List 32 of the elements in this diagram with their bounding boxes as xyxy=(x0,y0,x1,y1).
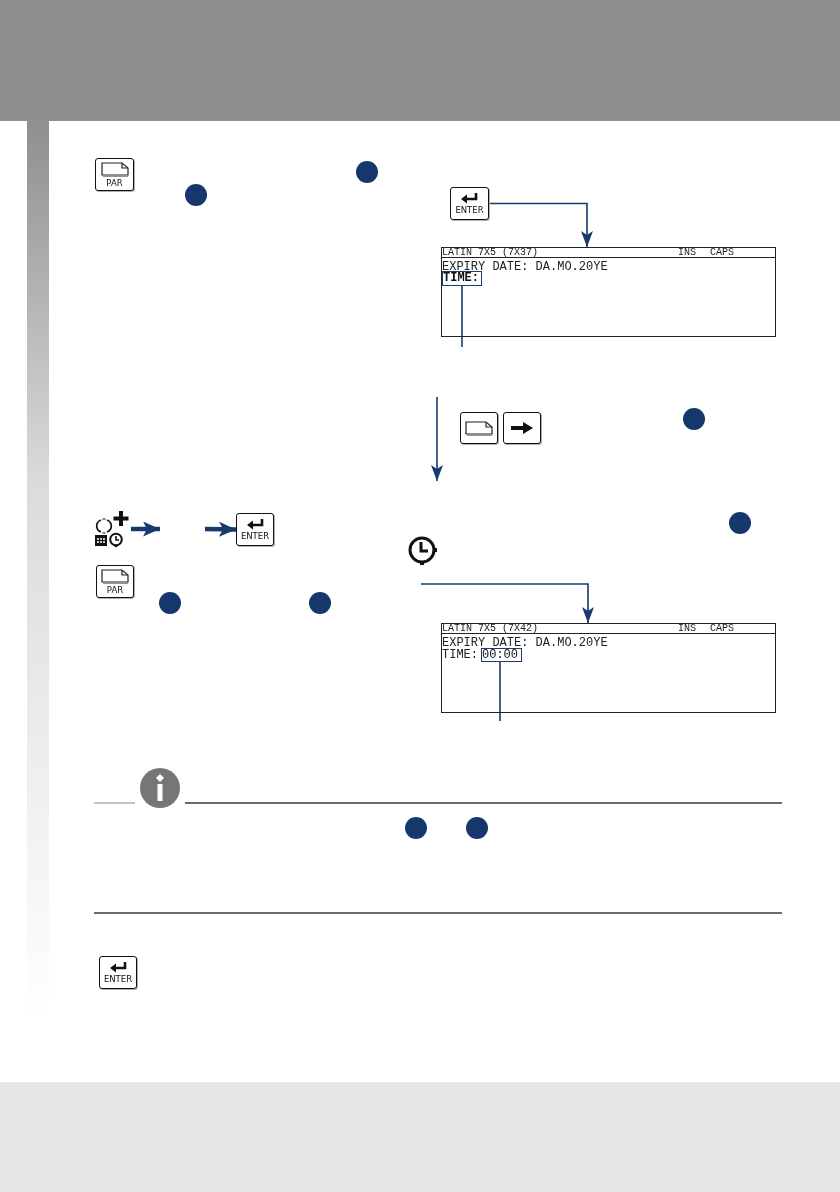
keyboard-key xyxy=(460,412,498,444)
lcd-screen xyxy=(441,623,776,713)
screen-text: 00:00 xyxy=(482,649,518,662)
key-label: PAR xyxy=(106,585,124,595)
keyboard-key xyxy=(95,158,134,191)
screen-status-text: LATIN 7X5 (7X42) xyxy=(442,624,538,634)
key-label: PAR xyxy=(106,178,123,188)
screen-status-text: INS xyxy=(678,624,696,634)
keyboard-key xyxy=(236,513,274,546)
screen-status-text: LATIN 7X5 (7X37) xyxy=(442,248,538,258)
leader-line xyxy=(461,285,463,348)
screen-text: TIME: xyxy=(442,649,478,662)
arrow xyxy=(131,521,160,537)
keyboard-key xyxy=(503,412,541,444)
highlight-box xyxy=(481,648,522,662)
screen-text: EXPIRY DATE: DA.MO.20YE xyxy=(442,637,608,650)
arrow xyxy=(420,583,594,624)
arrow xyxy=(488,202,593,248)
leader-line xyxy=(499,661,501,722)
screen-status-text: CAPS xyxy=(710,248,734,258)
key-label: ENTER xyxy=(240,531,270,541)
keyboard-key xyxy=(450,187,489,220)
screen-text: TIME: xyxy=(443,272,479,285)
keyboard-key xyxy=(99,956,137,989)
key-label: ENTER xyxy=(455,205,484,215)
screen-status-text: CAPS xyxy=(710,624,734,634)
counter-date-time-plus-icon xyxy=(95,511,131,547)
arrow xyxy=(204,521,237,537)
screen-status-text: INS xyxy=(678,248,696,258)
lcd-screen xyxy=(441,247,776,337)
keyboard-key xyxy=(96,565,134,598)
key-label: ENTER xyxy=(103,974,133,984)
